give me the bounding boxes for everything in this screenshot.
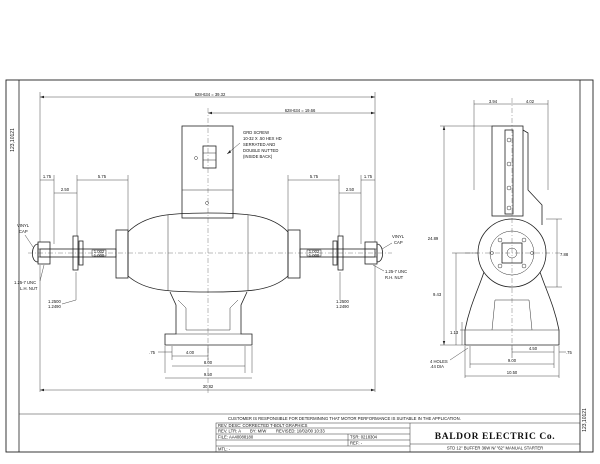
dim-shaft-height: 7.88 (560, 252, 569, 257)
dim-right-end: 1.75 (364, 174, 373, 179)
dim-half-span: 628-634 = 19.66 (285, 108, 316, 113)
drawing-number-right: 123,10121 (582, 408, 588, 432)
rev-desc: REV. DESC: CORRECTED T-BOLT GRAPHICS (218, 423, 308, 428)
dim-side-top-left: 3.94 (489, 99, 498, 104)
svg-text:SERRATED AND: SERRATED AND (243, 142, 275, 147)
starter-box (181, 125, 234, 219)
side-view: 3.94 4.02 24.89 7.8 (428, 98, 572, 378)
shaft-dia-left-top: 1.002 (94, 249, 105, 254)
dim-base-width: 9.50 (204, 372, 213, 377)
vinyl-cap-right (376, 243, 384, 263)
vinyl-cap-left-label-1: VINYL (17, 223, 30, 228)
dim-right-to-wheel: 2.50 (346, 187, 355, 192)
svg-text:GRD SCREW: GRD SCREW (243, 130, 269, 135)
vinyl-cap-left-label-2: CAP (19, 229, 28, 234)
shaft-right (299, 248, 376, 258)
dim-side-bolt-half: 4.50 (529, 346, 538, 351)
holes-note-1: 4 HOLES (430, 359, 448, 364)
dim-base-bolt-half: 4.00 (186, 350, 195, 355)
side-pedestal (464, 271, 560, 346)
dim-side-top-right: 4.02 (526, 99, 535, 104)
side-starter-box (491, 125, 524, 217)
dim-base-bolt-spacing: 8.00 (204, 360, 213, 365)
flange-right-top: 1.2500 (336, 299, 349, 304)
flange-left-bottom: 1.2490 (48, 304, 61, 309)
grd-screw-note: GRD SCREW 10-32 X .50 HEX HD SERRATED AN… (243, 130, 282, 159)
rev-ltr: REV. LTR: A (218, 429, 241, 434)
starter-switch (202, 145, 217, 169)
shaft-dia-right-bottom: 1.000 (309, 253, 320, 258)
nut-left-label-1: 1.25-7 UNC (14, 280, 36, 285)
disclaimer: CUSTOMER IS RESPONSIBLE FOR DETERMINING … (228, 416, 461, 421)
mtl: MTL: - (218, 447, 231, 452)
holes-note-2: .44 DIA (430, 364, 444, 369)
tsr-number: TSR: 0218304 (350, 435, 378, 440)
motor-endbell-left (115, 229, 129, 279)
flange-right-outer (337, 235, 344, 271)
svg-text:(INSIDE BACK): (INSIDE BACK) (243, 154, 273, 159)
nut-right-label-1: 1.25-7 UNC (385, 269, 407, 274)
dim-side-bolt-spacing: 9.00 (508, 358, 517, 363)
dim-side-base-width: 10.50 (507, 370, 518, 375)
dim-overall-length: 30.82 (203, 384, 214, 389)
drawing-number-left: 123,10121 (10, 128, 16, 152)
flange-left-top: 1.2500 (48, 299, 61, 304)
dim-right-shaft: 5.75 (310, 174, 319, 179)
dim-overall-span: 628-634 = 39.32 (195, 92, 226, 97)
flange-right-inner (332, 240, 338, 266)
flange-left-inner (78, 240, 84, 266)
svg-text:DOUBLE NUTTED: DOUBLE NUTTED (243, 148, 278, 153)
rev-revised: REVISED: 10/02/00 10:33 (276, 429, 325, 434)
dim-side-offset: .75 (566, 350, 572, 355)
shaft-dia-left-bottom: 1.000 (94, 253, 105, 258)
dim-left-to-wheel: 2.50 (61, 187, 70, 192)
ref-number: REF: - (350, 441, 363, 446)
dim-foot-height: 1.13 (450, 330, 459, 335)
motor-endbell-right (287, 229, 301, 279)
front-view: 628-634 = 39.32 628-634 = 19.66 GRD SCRE… (14, 92, 407, 395)
dim-overall-height: 24.89 (428, 236, 439, 241)
vinyl-cap-right-label-1: VINYL (392, 234, 405, 239)
flange-left-outer (72, 235, 79, 271)
shaft-dia-right-top: 1.002 (309, 249, 320, 254)
vinyl-cap-left (31, 243, 39, 263)
dim-left-shaft: 5.75 (98, 174, 107, 179)
vinyl-cap-right-label-2: CAP (394, 240, 403, 245)
dim-base-offset: .75 (149, 350, 155, 355)
dim-left-end: 1.75 (43, 174, 52, 179)
company-name: BALDOR ELECTRIC Co. (435, 432, 555, 442)
side-switch (504, 129, 514, 215)
file-number: FILE: AA40088180 (218, 435, 254, 440)
motor-end-hub (501, 242, 523, 264)
drawing-description: STD 12" BUFFER 36W N/ "62" MANUAL STARTE… (447, 446, 543, 451)
dim-base-height: 9.43 (433, 292, 442, 297)
pedestal-base (164, 291, 253, 346)
nut-left-label-2: L.H. NUT (20, 286, 38, 291)
svg-text:10-32 X .50 HEX HD: 10-32 X .50 HEX HD (243, 136, 282, 141)
title-block: CUSTOMER IS RESPONSIBLE FOR DETERMINING … (215, 416, 581, 453)
flange-right-bottom: 1.2490 (336, 304, 349, 309)
rev-by: BY: M/W (250, 429, 266, 434)
nut-right-label-2: R.H. NUT (385, 275, 404, 280)
